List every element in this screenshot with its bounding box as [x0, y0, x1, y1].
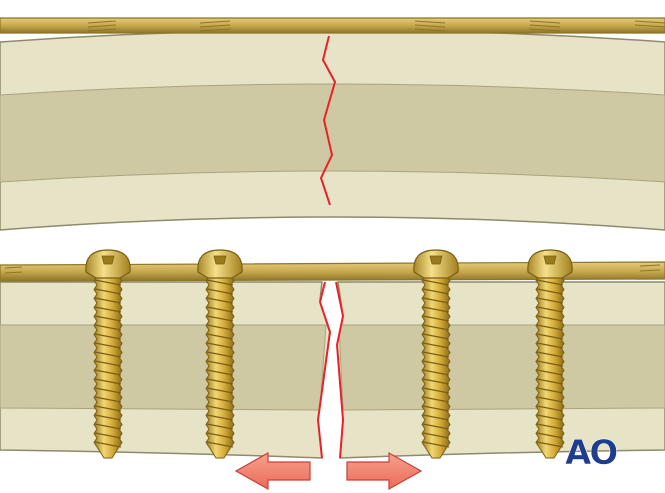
screw-3 — [413, 249, 459, 459]
screw-threads — [94, 279, 122, 448]
ao-logo-text: AO — [565, 433, 617, 473]
screw-head-notch — [543, 255, 557, 265]
ao-logo: AO — [565, 433, 620, 474]
screw-1 — [85, 249, 131, 459]
bottom-bone-right-medulla — [338, 324, 665, 411]
screw-head-notch — [429, 255, 443, 265]
bottom-plate-edge-ridges — [4, 264, 661, 274]
top-fracture-line — [319, 35, 337, 206]
screw-threads — [206, 279, 234, 448]
screw-shaft — [93, 275, 123, 459]
bottom-bone-left-medulla — [0, 324, 327, 411]
top-plate-holes — [87, 20, 665, 32]
top-bone-medulla — [0, 83, 665, 183]
bottom-panel-after-compression: AO — [0, 249, 665, 491]
screw-shaft — [535, 275, 565, 459]
bottom-fracture-line-left — [316, 281, 332, 459]
screw-head-notch — [213, 255, 227, 265]
screw-2 — [197, 249, 243, 459]
bottom-fracture-gap — [318, 282, 343, 458]
top-panel-before-compression — [0, 17, 665, 231]
screw-shaft — [205, 275, 235, 459]
bottom-fracture-line-right — [335, 281, 345, 459]
screw-threads — [422, 279, 450, 448]
top-plate — [0, 17, 665, 34]
screw-shaft — [421, 275, 451, 459]
compression-arrows — [234, 451, 423, 491]
screw-threads — [536, 279, 564, 448]
screw-head-notch — [101, 255, 115, 265]
compression-arrow-right — [346, 451, 423, 491]
screw-4 — [527, 249, 573, 459]
compression-arrow-left — [234, 451, 311, 491]
bottom-screws — [85, 249, 573, 459]
